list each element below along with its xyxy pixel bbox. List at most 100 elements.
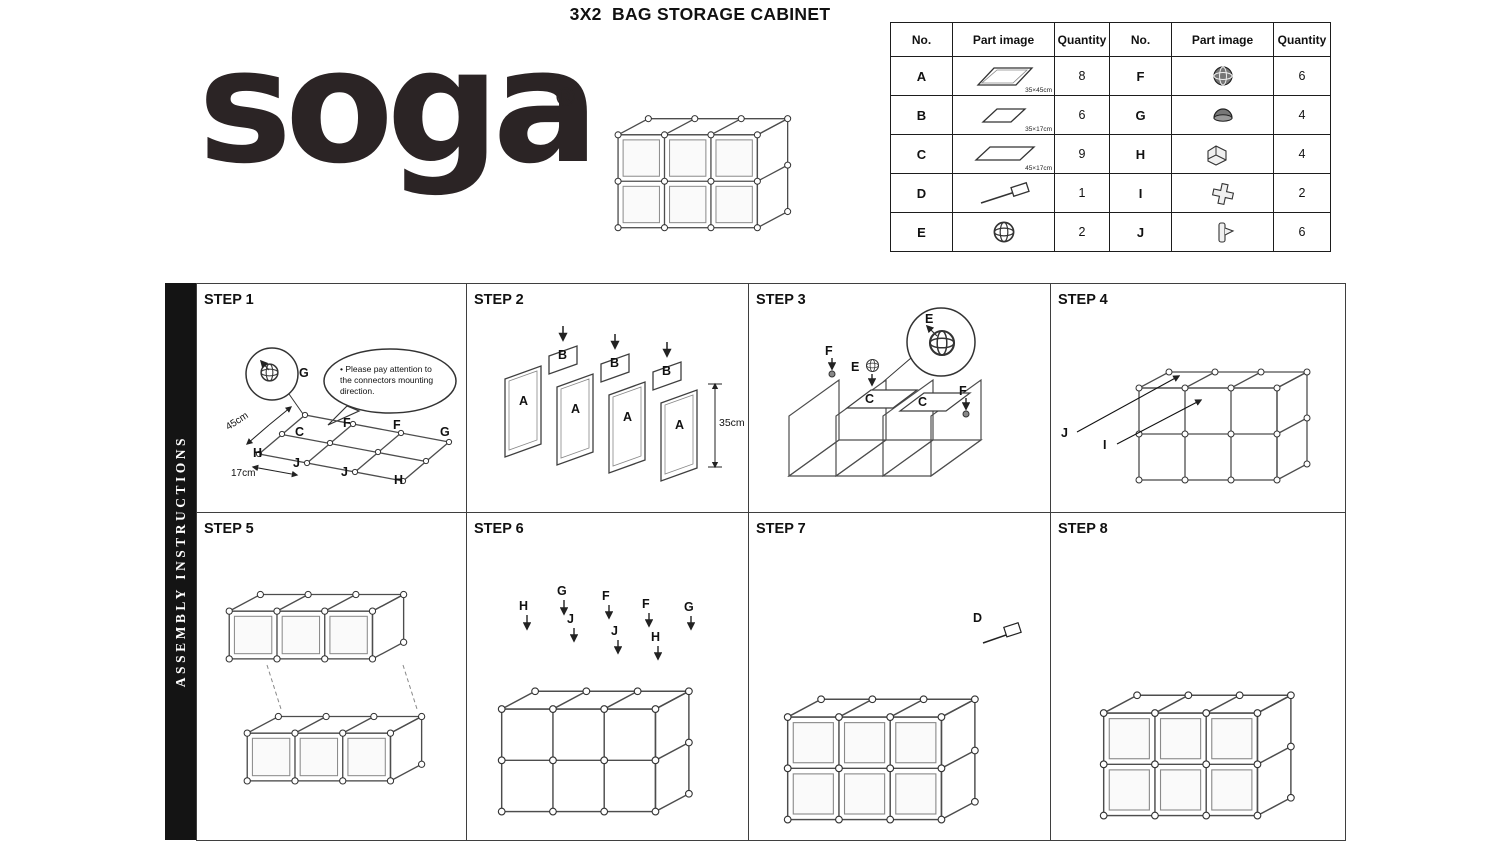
col-header-qty: Quantity — [1054, 22, 1110, 57]
dimension-lines — [246, 406, 299, 478]
part-qty: 6 — [1273, 56, 1331, 96]
part-label: E — [851, 360, 860, 374]
part-no: B — [890, 95, 953, 135]
part-label: F — [825, 344, 833, 358]
parts-row: B 35×17cm 6 G 4 — [890, 95, 1331, 135]
step-title: STEP 2 — [474, 292, 524, 308]
part-label: H — [394, 473, 404, 487]
part-no: D — [890, 173, 953, 213]
col-header-no: No. — [1109, 22, 1172, 57]
a-panels — [504, 365, 698, 482]
step-title: STEP 4 — [1058, 292, 1108, 308]
part-qty: 1 — [1054, 173, 1110, 213]
part-label: A — [675, 418, 685, 432]
part-qty: 4 — [1273, 95, 1331, 135]
ball-connector-icon — [1172, 57, 1273, 95]
magnifier-circle — [245, 347, 299, 401]
part-label: D — [973, 611, 983, 625]
steps-grid: STEP 1 — [196, 283, 1346, 841]
insert-arrow-icons — [522, 600, 696, 661]
part-label: J — [567, 612, 574, 626]
part-no: A — [890, 56, 953, 96]
f-pin-arrows — [827, 358, 971, 411]
col-header-image: Part image — [1171, 22, 1274, 57]
part-label: G — [299, 366, 309, 380]
part-qty: 2 — [1054, 212, 1110, 252]
part-qty: 4 — [1273, 134, 1331, 174]
parts-row: D 1 I 2 — [890, 173, 1331, 213]
part-label: F — [642, 597, 650, 611]
part-label: F — [602, 589, 610, 603]
part-label: A — [519, 394, 529, 408]
part-label: F — [343, 416, 351, 430]
col-header-no: No. — [890, 22, 953, 57]
parts-table: No. Part image Quantity No. Part image Q… — [890, 22, 1331, 252]
part-no: G — [1109, 95, 1172, 135]
part-label: E — [925, 312, 934, 326]
parts-row: E 2 J 6 — [890, 212, 1331, 252]
part-dimension: 45×17cm — [1025, 165, 1052, 172]
c-shelves — [845, 389, 972, 412]
magnifier-circle — [906, 307, 976, 377]
clip-connector-icon — [1172, 213, 1273, 251]
part-label: J — [341, 465, 348, 479]
parts-row: A 35×45cm 8 F 6 — [890, 56, 1331, 96]
mallet-icon — [953, 174, 1054, 212]
part-label: J — [611, 624, 618, 638]
dome-connector-icon — [1172, 96, 1273, 134]
part-label: G — [684, 600, 694, 614]
step-5-panel: STEP 5 — [197, 513, 467, 841]
part-no: E — [890, 212, 953, 252]
step-title: STEP 7 — [756, 521, 806, 537]
part-label: C — [918, 395, 928, 409]
part-label: B — [662, 364, 672, 378]
step-1-art — [245, 347, 457, 485]
part-dimension: 35×45cm — [1025, 87, 1052, 94]
part-label: C — [295, 425, 305, 439]
assembly-instructions-label: ASSEMBLY INSTRUCTIONS — [172, 435, 188, 688]
part-no: F — [1109, 56, 1172, 96]
height-dimension — [708, 382, 722, 469]
page-title: 3X2 BAG STORAGE CABINET — [569, 4, 831, 24]
frame-structure — [787, 378, 983, 478]
step-title: STEP 5 — [204, 521, 254, 537]
part-no: J — [1109, 212, 1172, 252]
part-label: J — [1061, 426, 1068, 440]
part-label: H — [253, 446, 263, 460]
registered-trademark: ® — [556, 82, 576, 112]
step-6-panel: STEP 6 H G J F J F H G — [467, 513, 749, 841]
part-no: H — [1109, 134, 1172, 174]
connector-dots — [255, 411, 453, 485]
part-label: B — [610, 356, 620, 370]
soga-logo: soga — [198, 15, 599, 199]
step-2-panel: STEP 2 — [467, 284, 749, 513]
medium-panel-icon: 35×17cm — [953, 96, 1054, 134]
cabinet-overview-art — [612, 66, 824, 238]
step-title: STEP 8 — [1058, 521, 1108, 537]
step-title: STEP 1 — [204, 292, 254, 308]
part-qty: 2 — [1273, 173, 1331, 213]
step-title: STEP 6 — [474, 521, 524, 537]
col-header-qty: Quantity — [1273, 22, 1331, 57]
insert-arrow-icons — [558, 326, 672, 358]
part-label: G — [440, 425, 450, 439]
mallet-icon — [982, 622, 1022, 644]
part-label: B — [558, 348, 568, 362]
part-qty: 6 — [1273, 212, 1331, 252]
step-4-art — [1076, 368, 1311, 484]
large-side-panel-icon: 35×45cm — [953, 57, 1054, 95]
step-2-art — [504, 326, 722, 482]
dimension-label: 35cm — [719, 417, 745, 429]
part-label: C — [865, 392, 875, 406]
step-3-art — [787, 307, 983, 478]
step-4-panel: STEP 4 J I — [1051, 284, 1346, 513]
part-label: G — [557, 584, 567, 598]
part-qty: 8 — [1054, 56, 1110, 96]
part-label: H — [651, 630, 661, 644]
part-label: A — [623, 410, 633, 424]
col-header-image: Part image — [952, 22, 1055, 57]
corner-connector-icon — [1172, 135, 1273, 173]
step-1-panel: STEP 1 — [197, 284, 467, 513]
part-label: F — [393, 418, 401, 432]
